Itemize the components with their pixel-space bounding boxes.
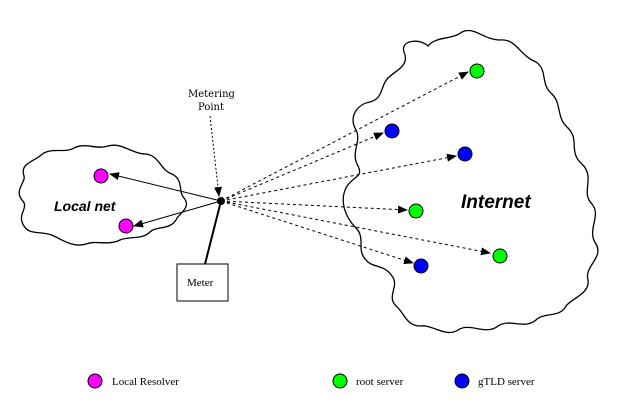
internet-label: Internet xyxy=(461,192,531,213)
root-server-node-3 xyxy=(492,248,508,264)
root-server-node-2 xyxy=(408,203,424,219)
internet-cloud xyxy=(342,29,599,334)
local-net-label: Local net xyxy=(54,198,117,214)
legend-gtld-server-swatch xyxy=(454,373,470,389)
legend-local-resolver-swatch xyxy=(87,373,103,389)
arrow-to-root-server-1 xyxy=(220,71,469,202)
legend-root-server-swatch xyxy=(332,373,348,389)
gtld-server-node-1 xyxy=(384,123,400,139)
metering-point-label-line1: Metering xyxy=(188,89,236,100)
legend-gtld-server-label: gTLD server xyxy=(478,376,535,388)
gtld-server-node-3 xyxy=(413,258,429,274)
metering-point-node xyxy=(217,197,225,205)
arrow-to-root-server-3 xyxy=(220,200,491,256)
arrow-to-gtld-server-1 xyxy=(220,132,384,202)
legend: Local Resolver root server gTLD server xyxy=(87,373,535,389)
local-net-cloud xyxy=(18,144,188,246)
arrow-to-local-resolver-1 xyxy=(109,172,222,202)
meter-box xyxy=(176,263,229,302)
gtld-server-node-2 xyxy=(457,146,473,162)
arrow-to-gtld-server-3 xyxy=(220,200,414,265)
legend-local-resolver-label: Local Resolver xyxy=(112,376,179,388)
arrow-to-gtld-server-2 xyxy=(220,153,457,202)
legend-root-server-label: root server xyxy=(356,376,404,388)
meter-label: Meter xyxy=(187,277,214,289)
metering-point-pointer xyxy=(209,115,222,197)
local-resolver-node-1 xyxy=(93,168,109,184)
arrow-to-root-server-2 xyxy=(220,200,408,214)
meter-connection-line xyxy=(204,200,222,265)
metering-point-label-line2: Point xyxy=(198,102,224,113)
arrow-to-local-resolver-2 xyxy=(133,200,222,228)
local-resolver-node-2 xyxy=(118,218,134,234)
root-server-node-1 xyxy=(469,63,485,79)
